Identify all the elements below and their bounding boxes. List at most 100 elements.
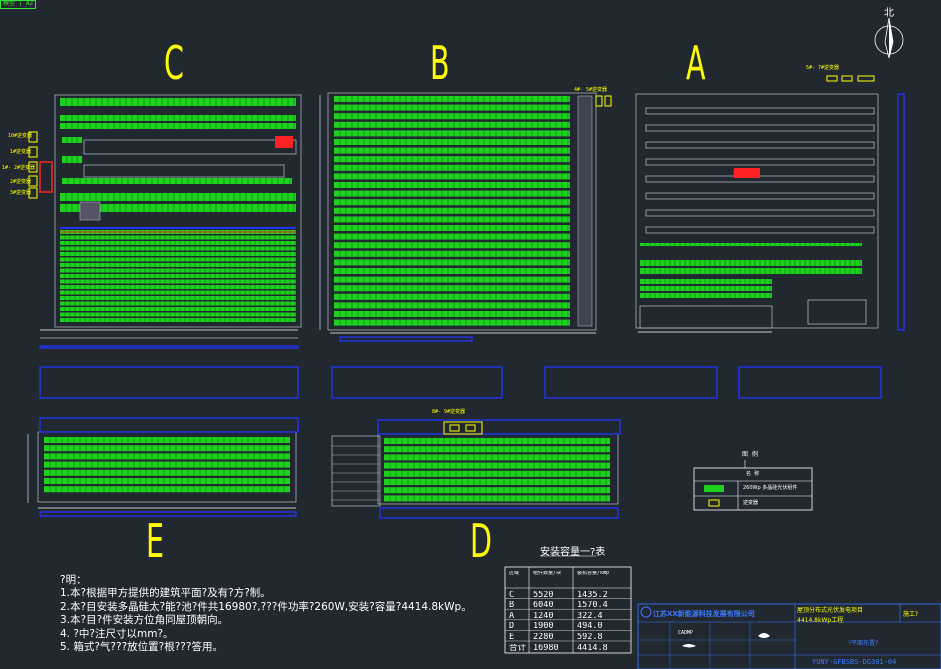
pv-row bbox=[334, 139, 570, 145]
capacity-header-cell: 装机容量/kWp bbox=[577, 571, 610, 576]
pv-row bbox=[334, 199, 570, 206]
road-3 bbox=[544, 366, 718, 399]
signature-mark-2-icon bbox=[682, 644, 696, 648]
roof-c-outline bbox=[54, 94, 302, 328]
legend-frame bbox=[693, 467, 813, 511]
pv-row bbox=[334, 259, 570, 266]
pv-row bbox=[334, 147, 570, 154]
pv-row bbox=[640, 286, 772, 291]
pv-row bbox=[384, 438, 610, 444]
pv-row bbox=[334, 130, 570, 137]
north-arrow-icon bbox=[874, 17, 904, 59]
roof-d-annex bbox=[331, 435, 381, 507]
c-inverter-2 bbox=[28, 146, 38, 158]
pv-row bbox=[60, 204, 296, 212]
e-road-bottom bbox=[39, 511, 297, 517]
road-2 bbox=[331, 366, 503, 399]
red-box-c-left bbox=[39, 161, 53, 193]
pv-row bbox=[334, 207, 570, 214]
pv-row bbox=[60, 279, 296, 284]
b-road-bottom bbox=[339, 336, 473, 342]
section-label-e: E bbox=[146, 514, 165, 568]
a-roof-strip-0 bbox=[645, 107, 875, 115]
legend-box bbox=[693, 460, 813, 511]
legend-inverter-symbol bbox=[708, 499, 720, 507]
capacity-cell: 592.8 bbox=[577, 633, 603, 642]
a-road-right bbox=[897, 93, 905, 331]
drawing-stage: 施工? bbox=[903, 611, 919, 618]
b-inverter-2 bbox=[604, 95, 612, 107]
notes-line-5: 5. 箱式?气???放位置?根???答用。 bbox=[60, 641, 223, 654]
pv-row bbox=[640, 260, 862, 266]
pv-row bbox=[334, 302, 570, 309]
inverter-label-c-1: 10#逆变器 bbox=[8, 133, 33, 139]
annotations bbox=[27, 17, 905, 509]
a-inverter-2 bbox=[841, 75, 853, 82]
pv-row bbox=[60, 98, 296, 106]
pv-row bbox=[44, 437, 290, 443]
pv-row bbox=[44, 486, 290, 493]
pv-row bbox=[384, 479, 610, 485]
d-inverter-2 bbox=[465, 424, 476, 432]
inverter-label-c-4: 2#逆变器 bbox=[10, 179, 32, 185]
pv-row bbox=[334, 216, 570, 223]
pv-row bbox=[60, 193, 296, 201]
pv-row bbox=[334, 293, 570, 300]
capacity-cell: B bbox=[509, 601, 515, 610]
legend-pv-symbol bbox=[704, 485, 724, 492]
pv-row bbox=[334, 319, 570, 326]
cadmp-label: CADMP bbox=[678, 630, 694, 636]
capacity-header-cell: 区域 bbox=[509, 571, 520, 576]
inverter-label-b: 4#- 5#逆变器 bbox=[574, 87, 608, 93]
distribution-room-label: 配电室 bbox=[733, 170, 752, 177]
pv-a-2 bbox=[640, 260, 862, 274]
notes-line-3: 3.本?目?件安装方位角同屋顶朝向。 bbox=[60, 614, 229, 627]
legend-header: 名 称 bbox=[746, 471, 760, 477]
pv-row bbox=[384, 495, 610, 502]
pv-row bbox=[60, 257, 296, 262]
roof-outlines bbox=[37, 92, 879, 507]
pv-row bbox=[60, 252, 296, 256]
capacity-header-cell: 组件数量/块 bbox=[533, 571, 562, 576]
pv-row bbox=[384, 462, 610, 469]
pv-row bbox=[44, 478, 290, 484]
capacity-cell: 494.0 bbox=[577, 622, 603, 631]
notes-line-1: 1.本?根据甲方提供的建筑平面?及有?方?制。 bbox=[60, 587, 271, 600]
pv-row bbox=[60, 274, 296, 278]
roof-b-outline bbox=[327, 92, 597, 331]
c-inverter-5 bbox=[28, 187, 38, 199]
pv-row bbox=[334, 113, 570, 120]
pv-c-row-3 bbox=[62, 178, 292, 184]
capacity-cell: 16980 bbox=[533, 643, 559, 653]
pv-row bbox=[60, 301, 296, 306]
cap-frame bbox=[504, 566, 632, 654]
pv-row bbox=[60, 307, 296, 311]
capacity-cell: 2280 bbox=[533, 633, 554, 642]
capacity-cell: E bbox=[509, 633, 515, 642]
pv-row bbox=[640, 279, 772, 284]
section-label-c: C bbox=[164, 36, 184, 90]
inverter-label-d: 8#- 9#逆变器 bbox=[432, 409, 466, 415]
pv-row bbox=[60, 318, 296, 322]
a-roof-strip-5 bbox=[645, 192, 875, 200]
notes-title: ?明： bbox=[60, 574, 87, 586]
pv-row bbox=[384, 470, 610, 477]
legend-row-inverter: 逆变器 bbox=[743, 500, 759, 506]
road-1 bbox=[39, 366, 299, 399]
pv-row bbox=[60, 312, 296, 317]
pv-row bbox=[60, 268, 296, 273]
tables bbox=[504, 460, 941, 669]
capacity-cell: 1240 bbox=[533, 611, 554, 621]
layout-tab[interactable]: 模型 | A2 bbox=[0, 0, 37, 9]
capacity-cell: 5520 bbox=[533, 590, 554, 600]
pv-row bbox=[334, 233, 570, 240]
pv-row bbox=[384, 454, 610, 461]
pv-row bbox=[334, 156, 570, 163]
pv-row bbox=[334, 276, 570, 283]
pv-row bbox=[334, 268, 570, 274]
d-road-bottom bbox=[379, 507, 619, 519]
project-name: 屋顶分布式光伏发电项目 bbox=[797, 607, 864, 614]
road-e-top bbox=[39, 417, 299, 433]
